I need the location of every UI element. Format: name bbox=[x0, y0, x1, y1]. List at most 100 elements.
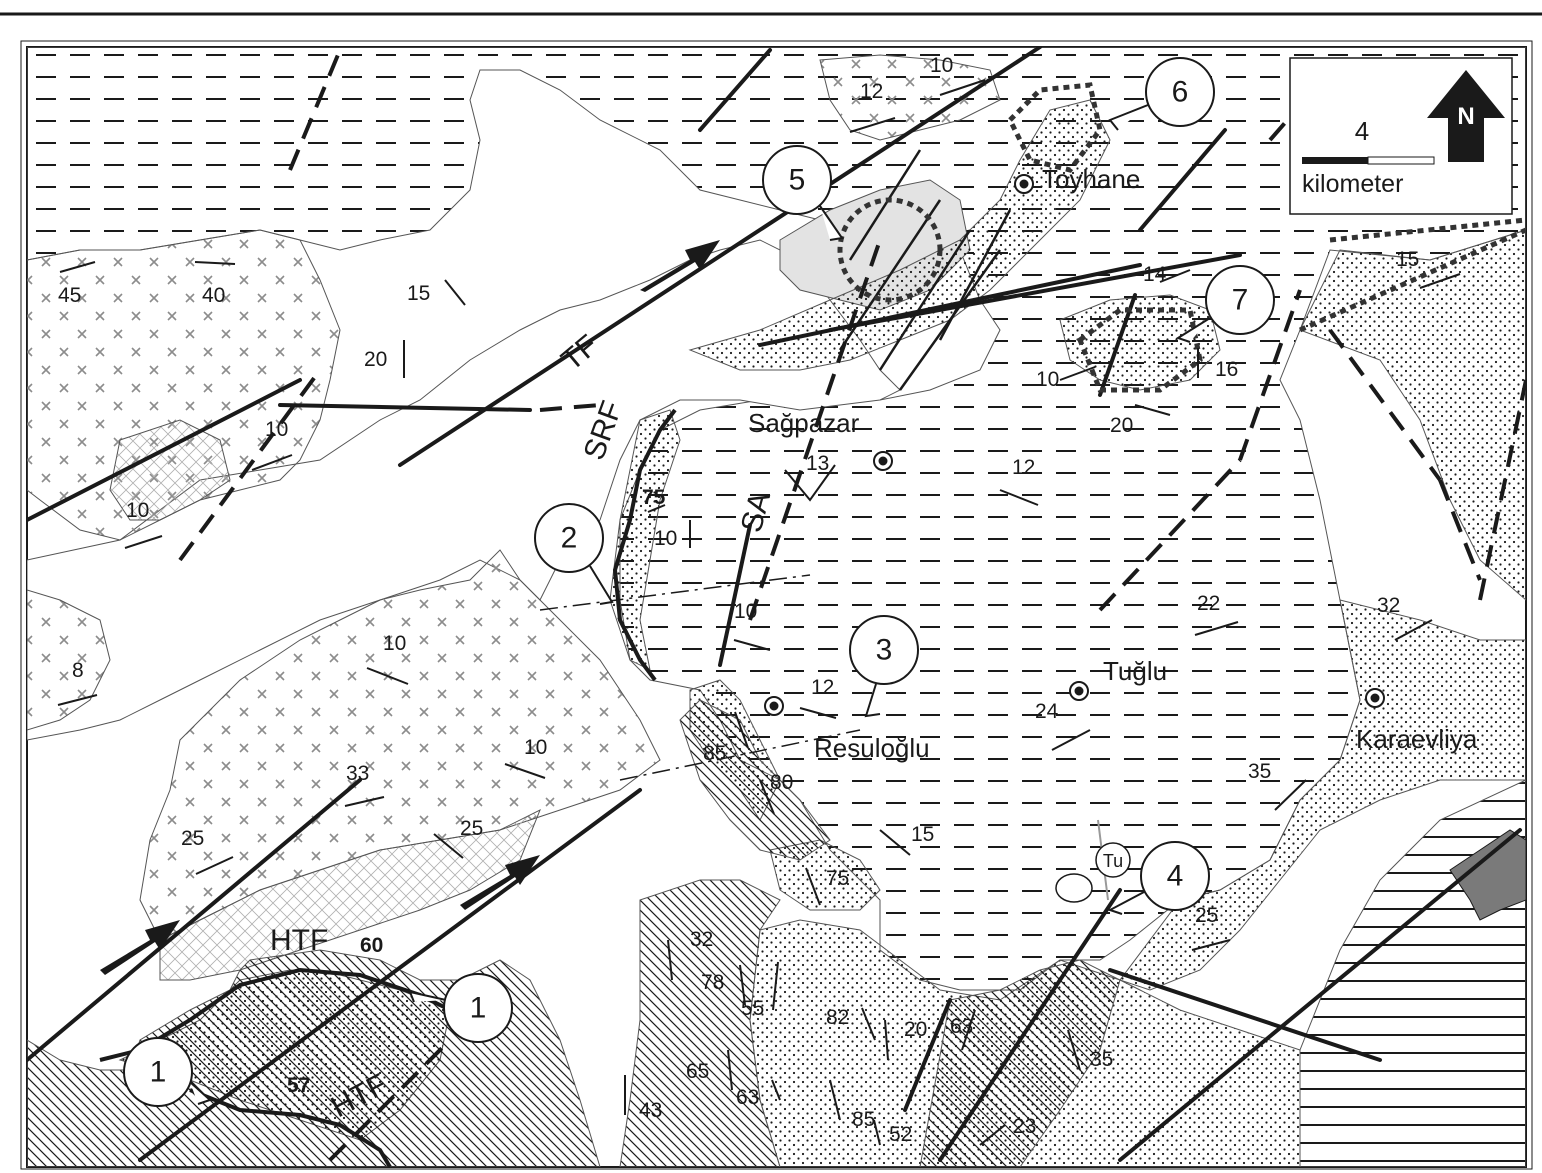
svg-text:52: 52 bbox=[889, 1123, 912, 1146]
svg-text:2: 2 bbox=[561, 522, 578, 555]
svg-text:3: 3 bbox=[876, 634, 893, 667]
thin-dash-fault-2 bbox=[619, 729, 861, 781]
svg-text:80: 80 bbox=[770, 771, 793, 794]
site-6: 6 bbox=[1108, 57, 1215, 131]
svg-text:32: 32 bbox=[1377, 594, 1400, 617]
svg-text:33: 33 bbox=[346, 762, 369, 785]
fossil-icon: Tu bbox=[1055, 819, 1131, 903]
svg-text:22: 22 bbox=[1197, 592, 1220, 615]
site-7: 7 bbox=[1175, 265, 1275, 343]
dip-values: 10 12 45 40 15 20 10 10 8 14 15 16 10 20… bbox=[58, 54, 1419, 1146]
svg-text:10: 10 bbox=[383, 632, 406, 655]
srf-thrust bbox=[612, 408, 677, 682]
north-label: N bbox=[1457, 103, 1474, 130]
svg-text:4: 4 bbox=[1167, 860, 1184, 893]
svg-text:13: 13 bbox=[806, 452, 829, 475]
site-5: 5 bbox=[762, 145, 844, 241]
north-arrow-icon bbox=[1427, 70, 1505, 162]
site-1-south: 1 bbox=[123, 1037, 212, 1107]
svg-text:20: 20 bbox=[904, 1018, 927, 1041]
svg-text:32: 32 bbox=[690, 928, 713, 951]
fault-label-htf-north: HTF bbox=[270, 924, 328, 957]
granitoid-west-mesh bbox=[109, 419, 231, 521]
site-markers: 5 6 7 2 3 4 1 bbox=[123, 57, 1275, 1107]
svg-text:20: 20 bbox=[364, 348, 387, 371]
svg-text:12: 12 bbox=[860, 80, 883, 103]
town-sagpazar: Sağpazar bbox=[748, 408, 860, 438]
svg-text:10: 10 bbox=[1036, 368, 1059, 391]
town-toyhane: Toyhane bbox=[1042, 164, 1140, 194]
svg-text:55: 55 bbox=[741, 997, 764, 1020]
htf-thrust-south bbox=[189, 1088, 392, 1167]
svg-text:12: 12 bbox=[811, 676, 834, 699]
site-4: 4 bbox=[1107, 841, 1210, 915]
svg-text:7: 7 bbox=[1232, 284, 1249, 317]
svg-text:78: 78 bbox=[701, 971, 724, 994]
site-1-north: 1 bbox=[408, 973, 513, 1043]
svg-text:10: 10 bbox=[654, 527, 677, 550]
granitoid-west bbox=[27, 229, 341, 541]
faults-thin bbox=[838, 149, 1012, 391]
svg-text:65: 65 bbox=[686, 1060, 709, 1083]
svg-text:10: 10 bbox=[265, 418, 288, 441]
town-resuloglu: Resuloğlu bbox=[814, 733, 930, 763]
dark-lens bbox=[1449, 829, 1526, 921]
site-3: 3 bbox=[849, 615, 919, 718]
hatched-unit-resuloglu bbox=[679, 699, 831, 861]
svg-text:35: 35 bbox=[1248, 760, 1271, 783]
svg-text:10: 10 bbox=[930, 54, 953, 77]
svg-text:60: 60 bbox=[360, 934, 383, 957]
svg-text:75: 75 bbox=[642, 486, 666, 509]
svg-text:5: 5 bbox=[789, 164, 806, 197]
svg-text:20: 20 bbox=[1110, 414, 1133, 437]
svg-text:57: 57 bbox=[287, 1074, 310, 1097]
svg-text:8: 8 bbox=[72, 659, 84, 682]
svg-text:12: 12 bbox=[1012, 456, 1035, 479]
svg-text:1: 1 bbox=[150, 1056, 167, 1089]
granitoid-farwest bbox=[27, 589, 111, 731]
granitoid-central-mesh bbox=[159, 808, 541, 981]
svg-text:75: 75 bbox=[826, 867, 849, 890]
svg-text:15: 15 bbox=[1396, 248, 1419, 271]
svg-text:1: 1 bbox=[470, 992, 487, 1025]
svg-text:85: 85 bbox=[703, 742, 726, 765]
svg-text:25: 25 bbox=[460, 817, 483, 840]
granitoid-north bbox=[819, 54, 1001, 141]
thin-dash-fault bbox=[539, 574, 811, 611]
svg-text:63: 63 bbox=[950, 1015, 973, 1038]
svg-text:10: 10 bbox=[126, 499, 149, 522]
svg-text:25: 25 bbox=[1195, 904, 1218, 927]
scale-bar-unit: kilometer bbox=[1302, 170, 1403, 198]
svg-text:10: 10 bbox=[734, 600, 757, 623]
svg-text:Tu: Tu bbox=[1103, 851, 1123, 871]
svg-text:82: 82 bbox=[826, 1006, 849, 1029]
town-markers bbox=[764, 174, 1385, 716]
svg-text:45: 45 bbox=[58, 284, 81, 307]
svg-text:85: 85 bbox=[852, 1108, 875, 1131]
svg-text:6: 6 bbox=[1172, 76, 1189, 109]
svg-text:35: 35 bbox=[1090, 1048, 1113, 1071]
motion-arrows bbox=[100, 240, 720, 975]
svg-text:63: 63 bbox=[736, 1086, 759, 1109]
legend-box: 4 kilometer N bbox=[1289, 57, 1513, 215]
town-karaevliya: Karaevliya bbox=[1356, 724, 1478, 754]
dotted-unit-southeast bbox=[1119, 599, 1526, 991]
hatched-unit-south bbox=[619, 879, 781, 1167]
svg-text:43: 43 bbox=[639, 1099, 662, 1122]
svg-text:15: 15 bbox=[911, 823, 934, 846]
scale-bar bbox=[1302, 157, 1368, 164]
svg-text:24: 24 bbox=[1035, 700, 1059, 723]
svg-text:25: 25 bbox=[181, 827, 204, 850]
svg-text:14: 14 bbox=[1143, 263, 1167, 286]
svg-text:10: 10 bbox=[524, 736, 547, 759]
site-outlines bbox=[837, 82, 1526, 393]
town-tuglu: Tuğlu bbox=[1103, 656, 1167, 686]
site-2: 2 bbox=[534, 503, 614, 605]
svg-text:16: 16 bbox=[1215, 358, 1238, 381]
svg-text:23: 23 bbox=[1013, 1115, 1036, 1138]
scale-bar-value: 4 bbox=[1355, 116, 1369, 146]
dip-symbols bbox=[57, 79, 1461, 1146]
svg-text:15: 15 bbox=[407, 282, 430, 305]
svg-text:40: 40 bbox=[202, 284, 225, 307]
